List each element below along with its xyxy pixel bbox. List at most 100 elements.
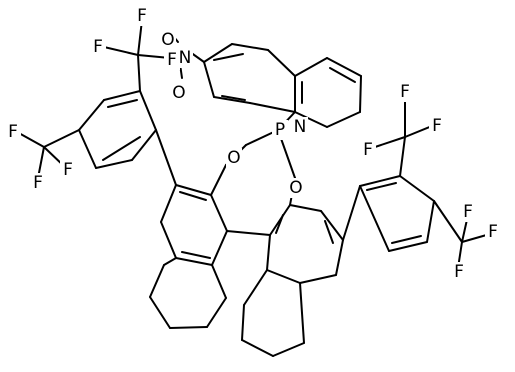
atom-label: F: [93, 37, 103, 57]
bond-line: [266, 234, 271, 271]
atom-label-background: [160, 30, 176, 50]
atom-label-background: [272, 120, 288, 140]
bond-line: [206, 297, 227, 328]
bond-line: [359, 175, 401, 187]
bond-line: [131, 129, 157, 161]
atom-label-background: [171, 83, 187, 103]
bond-line: [160, 184, 177, 223]
atom-f: F: [451, 262, 467, 282]
bond-line: [294, 57, 328, 77]
atom-label-background: [460, 202, 476, 222]
atom-n: N: [292, 117, 308, 137]
atom-label-background: [288, 178, 304, 198]
atom-label: F: [400, 82, 410, 102]
bond-line: [231, 43, 269, 51]
atom-p: P: [272, 120, 288, 140]
bond-line: [326, 111, 361, 128]
bond-line: [426, 200, 435, 243]
atom-label: O: [289, 178, 302, 198]
bond-line: [149, 264, 165, 298]
bond-line: [160, 221, 177, 259]
bond-line: [78, 129, 97, 169]
atom-label: F: [432, 116, 442, 136]
bond-line: [149, 296, 171, 329]
bond-line: [137, 54, 141, 92]
atom-label: O: [172, 83, 185, 103]
atom-label-background: [360, 140, 376, 160]
atom-o: O: [171, 83, 187, 103]
atom-o: O: [160, 30, 176, 50]
bond-line: [139, 90, 157, 131]
atom-label-background: [30, 173, 46, 193]
atom-f: F: [30, 173, 46, 193]
bond-line: [210, 194, 228, 232]
bond-line: [404, 125, 433, 138]
atom-o: O: [288, 178, 304, 198]
bond-line: [399, 136, 406, 177]
atom-label-background: [397, 82, 413, 102]
bond-line: [213, 53, 244, 61]
atom-label-background: [292, 117, 308, 137]
bond-line: [326, 57, 362, 77]
atom-f: F: [360, 140, 376, 160]
atom-label: F: [8, 122, 18, 142]
bond-line: [329, 67, 356, 83]
bond-line: [299, 274, 337, 284]
bond-line: [267, 49, 296, 77]
atom-label: F: [137, 6, 147, 26]
bond-line: [102, 136, 141, 161]
bond-line: [181, 251, 211, 259]
atom-f: F: [429, 116, 445, 136]
bond-line: [335, 239, 344, 276]
atom-label-background: [177, 48, 193, 68]
bond-line: [359, 75, 362, 113]
bond-line: [163, 257, 177, 266]
bond-line: [221, 95, 246, 101]
atom-label: F: [167, 50, 177, 70]
bond-line: [249, 102, 296, 113]
bond-line: [366, 182, 397, 191]
bond-line: [107, 99, 138, 108]
atom-label: N: [179, 48, 192, 68]
bond-line: [95, 159, 133, 169]
bond-line: [266, 269, 301, 284]
atom-label-background: [451, 262, 467, 282]
bond-line: [272, 342, 305, 357]
bond-line: [299, 282, 305, 344]
bond-line: [241, 339, 274, 357]
bond-line: [103, 46, 139, 56]
bond-line: [210, 164, 227, 196]
atom-label: F: [463, 202, 473, 222]
atom-label-background: [90, 37, 106, 57]
bond-line: [399, 175, 435, 202]
atom-f: F: [60, 160, 76, 180]
bond-line: [289, 204, 322, 212]
bond-line: [155, 129, 177, 186]
bond-line: [37, 146, 45, 179]
atom-label-background: [485, 222, 501, 242]
bond-line: [211, 230, 228, 266]
atom-label-background: [134, 6, 150, 26]
atom-label: N: [294, 117, 307, 137]
bond-line: [371, 136, 406, 149]
atom-label-background: [60, 160, 76, 180]
bond-line: [179, 191, 207, 201]
bond-line: [342, 185, 361, 241]
bond-layer: [16, 19, 491, 357]
bond-line: [359, 185, 390, 252]
atom-label: F: [454, 262, 464, 282]
bond-line: [320, 210, 344, 241]
bond-line: [294, 111, 328, 128]
bond-line: [243, 269, 268, 306]
atom-label-background: [164, 50, 180, 70]
bond-line: [169, 326, 208, 329]
atom-o: O: [226, 148, 242, 168]
bond-line: [226, 230, 271, 236]
bond-line: [433, 200, 463, 243]
atom-f: F: [164, 50, 180, 70]
bond-line: [211, 264, 227, 299]
atom-label-background: [429, 116, 445, 136]
bond-line: [241, 304, 245, 341]
atom-n: N: [177, 48, 193, 68]
